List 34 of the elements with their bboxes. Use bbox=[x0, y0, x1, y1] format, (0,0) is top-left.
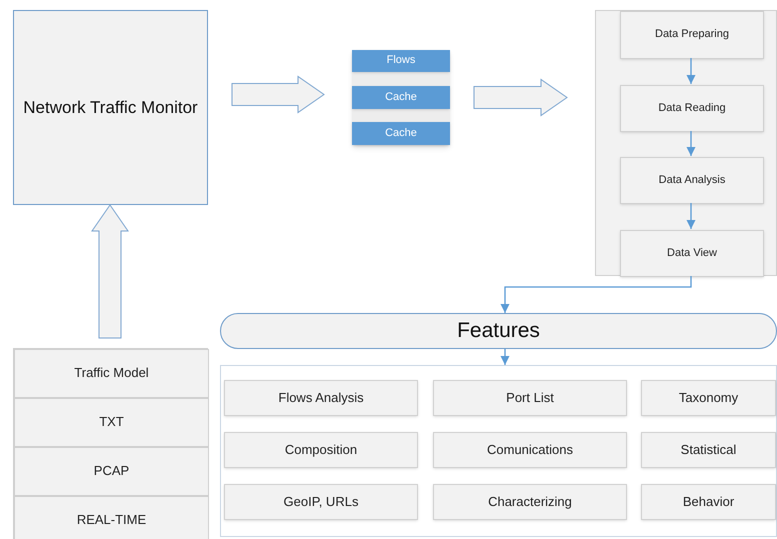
features-banner: Features bbox=[220, 313, 777, 349]
arrow bbox=[500, 276, 692, 313]
arrow bbox=[686, 58, 696, 84]
block-arrow bbox=[232, 76, 325, 114]
block-arrow bbox=[91, 204, 129, 338]
process-box: Data Analysis bbox=[620, 157, 764, 204]
arrow bbox=[686, 131, 696, 156]
feature-box: Characterizing bbox=[433, 484, 627, 520]
feature-box: Composition bbox=[224, 432, 418, 468]
source-box: Traffic Model bbox=[14, 349, 209, 398]
block-arrow bbox=[474, 78, 568, 116]
feature-box: Comunications bbox=[433, 432, 627, 468]
process-box: Data Preparing bbox=[620, 11, 764, 59]
feature-box: Flows Analysis bbox=[224, 380, 418, 416]
group-panel bbox=[595, 10, 777, 276]
group-panel bbox=[220, 365, 777, 537]
feature-box: Behavior bbox=[641, 484, 776, 520]
source-box: REAL-TIME bbox=[14, 496, 209, 539]
arrow bbox=[500, 349, 510, 365]
arrow bbox=[686, 203, 696, 229]
monitor-box: Network Traffic Monitor bbox=[13, 10, 208, 205]
feature-box: Statistical bbox=[641, 432, 776, 468]
cache-bar: Cache bbox=[352, 86, 450, 109]
group-panel bbox=[352, 50, 450, 145]
group-panel bbox=[13, 348, 208, 539]
feature-box: GeoIP, URLs bbox=[224, 484, 418, 520]
feature-box: Taxonomy bbox=[641, 380, 776, 416]
source-box: TXT bbox=[14, 398, 209, 447]
process-box: Data Reading bbox=[620, 85, 764, 132]
source-box: PCAP bbox=[14, 447, 209, 496]
feature-box: Port List bbox=[433, 380, 627, 416]
process-box: Data View bbox=[620, 230, 764, 277]
cache-bar: Cache bbox=[352, 122, 450, 145]
cache-bar: Flows bbox=[352, 50, 450, 72]
